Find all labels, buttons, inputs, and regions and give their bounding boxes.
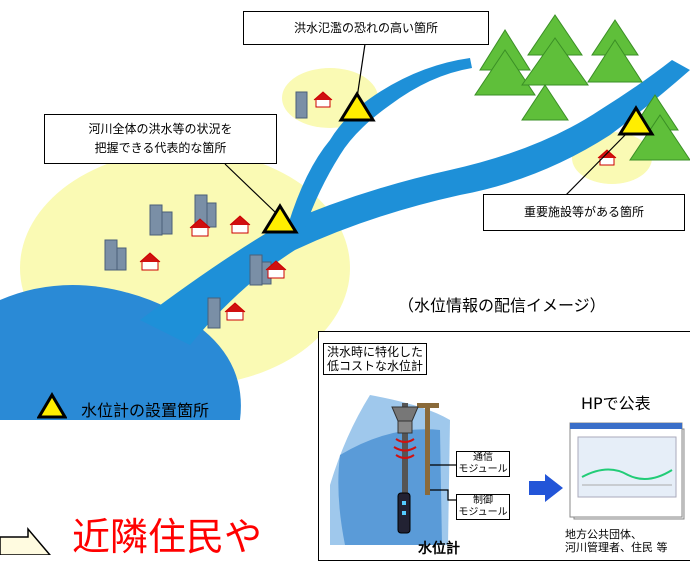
webpage-screens xyxy=(569,422,685,520)
river-map xyxy=(0,14,690,420)
forest xyxy=(474,14,690,161)
distribution-caption: （水位情報の配信イメージ） xyxy=(398,296,606,315)
legend-triangle-icon xyxy=(37,392,67,419)
gauge-label: 水位計 xyxy=(418,541,460,557)
recipients-line2: 河川管理者、住民 等 xyxy=(565,541,668,554)
houses xyxy=(139,91,617,321)
gauge-marker-representative xyxy=(261,203,299,234)
leader-representative xyxy=(224,163,276,213)
callout-representative-line2: 把握できる代表的な箇所 xyxy=(94,141,227,155)
gauge-marker-important xyxy=(617,105,655,136)
note-line1: 洪水時に特化した xyxy=(327,345,424,359)
leader-important xyxy=(562,127,633,199)
note-line2: 低コストな水位計 xyxy=(327,359,424,373)
tributary xyxy=(288,58,472,228)
comm-module-line1: 通信 xyxy=(473,452,493,463)
callout-representative-line1: 河川全体の洪水等の状況を xyxy=(88,122,233,136)
legend-label: 水位計の設置箇所 xyxy=(81,401,210,420)
callout-flood-risk: 洪水氾濫の恐れの高い箇所 xyxy=(243,11,489,45)
callout-important-facility: 重要施設等がある箇所 xyxy=(483,194,685,231)
leader-flood-risk xyxy=(356,43,366,99)
gauge-marker-flood-risk xyxy=(338,91,376,122)
low-cost-gauge-note: 洪水時に特化した 低コストな水位計 xyxy=(323,343,428,375)
ctrl-module-line2: モジュール xyxy=(458,507,508,518)
publish-label: HPで公表 xyxy=(581,394,651,413)
ctrl-module-box: 制御 モジュール xyxy=(456,494,510,520)
headline: 近隣住民や xyxy=(72,515,263,559)
buildings xyxy=(104,91,308,329)
arrow-outline-icon xyxy=(0,526,51,555)
callout-representative: 河川全体の洪水等の状況を 把握できる代表的な箇所 xyxy=(44,114,277,164)
recipients-line1: 地方公共団体、 xyxy=(565,528,642,541)
comm-module-line2: モジュール xyxy=(458,464,508,475)
comm-module-box: 通信 モジュール xyxy=(456,451,510,477)
arrow-right-icon xyxy=(529,474,563,502)
recipients-label: 地方公共団体、 河川管理者、住民 等 xyxy=(565,528,690,554)
water-gauge-illustration xyxy=(330,395,456,545)
ctrl-module-line1: 制御 xyxy=(473,495,493,506)
main-river xyxy=(140,60,690,345)
